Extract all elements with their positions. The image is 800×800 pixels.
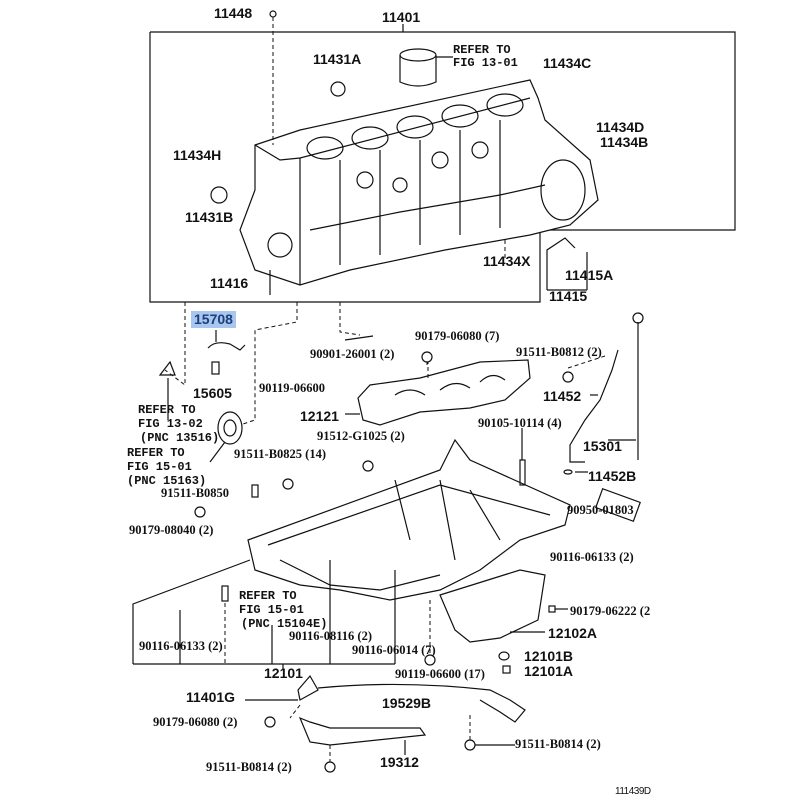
oil-baffle-plate (345, 359, 531, 426)
label-12101a: 12101A (524, 663, 574, 679)
oil-pan-upper (247, 438, 571, 601)
label-91511-b0850: 91511-B0850 (161, 486, 230, 500)
label-19529b: 19529B (382, 695, 432, 711)
label-11416: 11416 (210, 275, 249, 291)
refer-to-label: REFER TO (138, 403, 196, 417)
refer-to-label: REFER TO (127, 446, 185, 460)
label-12102a: 12102A (548, 625, 598, 641)
fig-13-01-link[interactable]: FIG 13-01 (453, 56, 518, 70)
cylinder-block (239, 79, 599, 286)
label-90179-06222: 90179-06222 (2 (570, 604, 651, 618)
label-11401: 11401 (382, 9, 421, 25)
label-15605: 15605 (193, 385, 232, 401)
label-90179-06080-2: 90179-06080 (2) (153, 715, 238, 729)
label-90119-06600: 90119-06600 (259, 381, 325, 395)
label-12101: 12101 (264, 665, 303, 681)
gasket-90950 (595, 487, 641, 523)
label-91511-b0825: 91511-B0825 (14) (234, 447, 327, 461)
piston (399, 48, 453, 87)
pnc-15163: (PNC 15163) (127, 474, 207, 488)
pnc-13516: (PNC 13516) (140, 431, 220, 445)
label-15708-highlighted[interactable]: 15708 (191, 311, 236, 328)
label-15301: 15301 (583, 438, 622, 454)
label-91511-b0814-left: 91511-B0814 (2) (206, 760, 292, 774)
label-11434b: 11434B (600, 134, 649, 150)
label-11431a: 11431A (313, 51, 362, 67)
oil-strainer (297, 674, 526, 723)
label-12121: 12121 (300, 408, 339, 424)
label-90116-06014: 90116-06014 (7) (352, 643, 436, 657)
label-11431b: 11431B (185, 209, 234, 225)
plug-11431b (210, 186, 228, 204)
label-90116-06133-left: 90116-06133 (2) (139, 639, 223, 653)
label-19312: 19312 (380, 754, 419, 770)
fig-13-02-link[interactable]: FIG 13-02 (138, 417, 203, 431)
label-11434d: 11434D (596, 119, 645, 135)
label-90116-08116: 90116-08116 (2) (289, 629, 372, 643)
label-90179-06080-7: 90179-06080 (7) (415, 329, 500, 343)
label-11434c: 11434C (543, 55, 592, 71)
plug-11431a (330, 81, 346, 97)
dipstick-guide (569, 349, 619, 463)
oil-filter (209, 411, 243, 463)
stiffener-plate-19312 (298, 716, 427, 746)
diagram-id: 111439D (615, 786, 651, 797)
label-11401g: 11401G (186, 689, 236, 705)
label-11448: 11448 (214, 5, 253, 21)
bracket-15708 (207, 342, 246, 351)
label-11452: 11452 (543, 388, 582, 404)
label-11434x: 11434X (483, 253, 531, 269)
label-11452b: 11452B (588, 468, 637, 484)
label-90116-06133-right: 90116-06133 (2) (550, 550, 634, 564)
label-90950-01803: 90950-01803 (567, 503, 634, 517)
refer-to-label: REFER TO (453, 43, 511, 57)
label-91511-b0814-right: 91511-B0814 (2) (515, 737, 601, 751)
label-90179-08040: 90179-08040 (2) (129, 523, 214, 537)
label-91512-g1025: 91512-G1025 (2) (317, 429, 405, 443)
pnc-15104e: (PNC 15104E) (241, 617, 328, 631)
oil-pan-lower (439, 569, 546, 643)
fig-15-01-link[interactable]: FIG 15-01 (239, 603, 304, 617)
label-11415: 11415 (549, 288, 588, 304)
fig-15-01-link[interactable]: FIG 15-01 (127, 460, 192, 474)
label-11415a: 11415A (565, 267, 614, 283)
label-12101b: 12101B (524, 648, 574, 664)
label-91511-b0812: 91511-B0812 (2) (516, 345, 602, 359)
label-90901-26001: 90901-26001 (2) (310, 347, 395, 361)
label-90105-10114: 90105-10114 (4) (478, 416, 562, 430)
label-90119-06600-17: 90119-06600 (17) (395, 667, 485, 681)
label-11434h: 11434H (173, 147, 222, 163)
refer-to-label: REFER TO (239, 589, 297, 603)
